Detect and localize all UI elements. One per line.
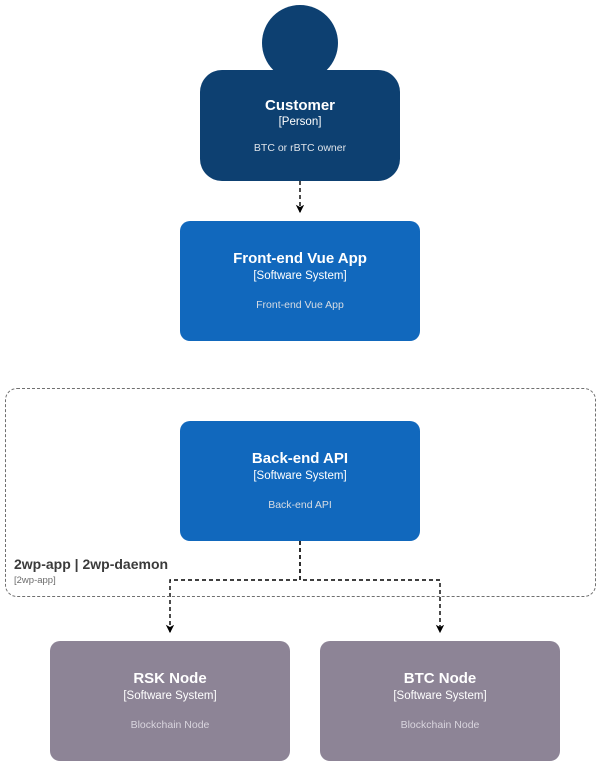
rsk-node-description: Blockchain Node <box>130 719 210 732</box>
btc-node-type: [Software System] <box>393 690 487 703</box>
frontend-description: Front-end Vue App <box>256 299 344 312</box>
backend-title: Back-end API <box>251 449 349 467</box>
rsk-node-title: RSK Node <box>133 669 207 687</box>
backend-type: [Software System] <box>253 470 347 483</box>
btc-node-title: BTC Node <box>403 669 477 687</box>
boundary-type: [2wp-app] <box>14 574 56 586</box>
boundary-2wp-app <box>5 388 596 597</box>
customer-type: [Person] <box>278 116 322 129</box>
node-frontend-vue-app[interactable]: Front-end Vue App [Software System] Fron… <box>180 221 420 341</box>
customer-head-icon <box>262 5 338 81</box>
backend-description: Back-end API <box>268 499 332 512</box>
node-backend-api[interactable]: Back-end API [Software System] Back-end … <box>180 421 420 541</box>
boundary-label: 2wp-app | 2wp-daemon [2wp-app] <box>14 556 314 586</box>
node-btc-node[interactable]: BTC Node [Software System] Blockchain No… <box>320 641 560 761</box>
rsk-node-type: [Software System] <box>123 690 217 703</box>
customer-description: BTC or rBTC owner <box>253 142 347 155</box>
node-rsk-node[interactable]: RSK Node [Software System] Blockchain No… <box>50 641 290 761</box>
btc-node-description: Blockchain Node <box>400 719 480 732</box>
frontend-title: Front-end Vue App <box>233 249 367 267</box>
customer-title: Customer <box>264 96 335 114</box>
frontend-type: [Software System] <box>253 270 347 283</box>
boundary-name: 2wp-app | 2wp-daemon <box>14 556 169 572</box>
customer-body[interactable]: Customer [Person] BTC or rBTC owner <box>200 70 400 181</box>
